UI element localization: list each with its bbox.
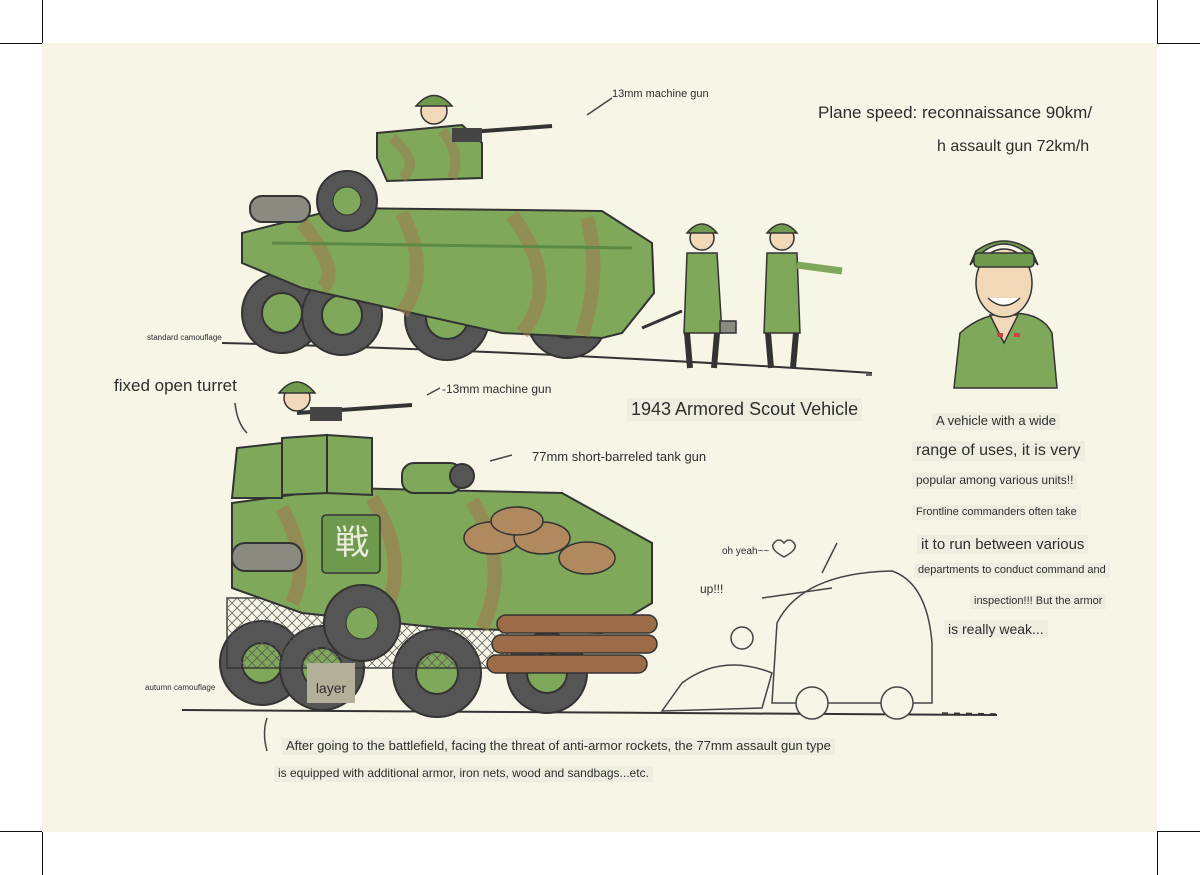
footnote-line-1: After going to the battlefield, facing t… xyxy=(282,738,835,755)
armored-car-standard xyxy=(221,94,873,374)
crop-mark-top-left-v xyxy=(42,0,43,43)
crop-mark-top-right-v xyxy=(1157,0,1158,43)
label-layer: layer xyxy=(307,663,355,703)
label-oh-yeah: oh yeah~~ xyxy=(722,546,770,557)
crop-mark-bottom-right-h xyxy=(1157,831,1200,832)
heart-icon xyxy=(772,539,796,558)
soldiers-pair xyxy=(641,223,843,369)
description-line-3: popular among various units!! xyxy=(912,473,1078,489)
illustration-sheet: Plane speed: reconnaissance 90km/ h assa… xyxy=(42,43,1157,832)
crop-mark-bottom-right-v xyxy=(1157,832,1158,875)
label-mg-top: 13mm machine gun xyxy=(612,88,709,100)
description-line-6: departments to conduct command and xyxy=(914,563,1110,578)
description-line-5: it to run between various xyxy=(917,535,1089,555)
scout-car-sketch xyxy=(660,542,933,720)
vehicle-marking: 戦 xyxy=(335,523,369,563)
description-line-1: A vehicle with a wide xyxy=(932,413,1060,430)
label-fixed-turret: fixed open turret xyxy=(114,376,237,395)
speed-line-2: h assault gun 72km/h xyxy=(937,138,1090,155)
footnote-line-2: is equipped with additional armor, iron … xyxy=(274,766,653,782)
description-line-7: inspection!!! But the armor xyxy=(970,594,1107,609)
assault-gun-autumn xyxy=(181,381,998,718)
crop-mark-top-right-h xyxy=(1157,43,1200,44)
annotation-arrows xyxy=(234,97,613,752)
label-standard-camo: standard camouflage xyxy=(147,333,222,342)
crop-mark-bottom-left-v xyxy=(42,832,43,875)
illustration-art xyxy=(181,94,1058,752)
description-line-8: is really weak... xyxy=(944,620,1048,639)
description-line-4: Frontline commanders often take xyxy=(912,505,1081,520)
soldier-portrait xyxy=(953,240,1058,389)
description-line-2: range of uses, it is very xyxy=(912,441,1085,462)
label-up: up!!! xyxy=(700,582,724,596)
crop-mark-bottom-left-h xyxy=(0,831,43,832)
crop-mark-top-left-h xyxy=(0,43,43,44)
label-mg-bottom: -13mm machine gun xyxy=(442,382,552,396)
label-autumn-camo: autumn camouflage xyxy=(145,683,216,692)
vehicle-title: 1943 Armored Scout Vehicle xyxy=(627,398,863,421)
label-tank-gun: 77mm short-barreled tank gun xyxy=(532,449,707,464)
speed-line-1: Plane speed: reconnaissance 90km/ xyxy=(818,103,1093,122)
